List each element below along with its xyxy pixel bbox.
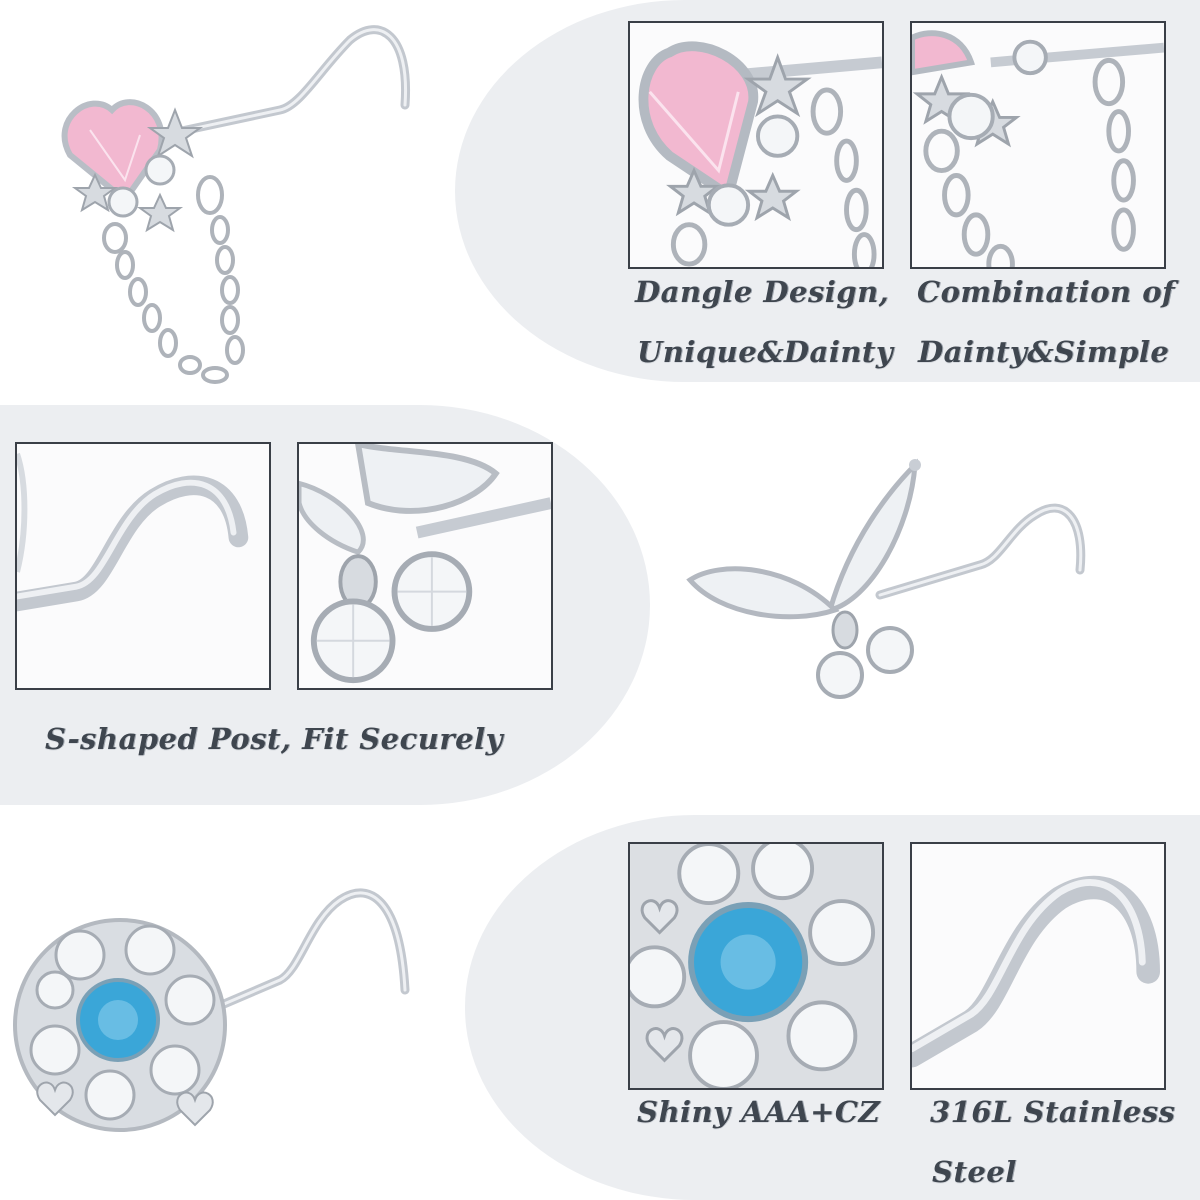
photo-combination-closeup [910,21,1166,269]
butterfly-nose-stud [680,450,1100,750]
photo-steel-post [910,842,1166,1090]
caption-s-shaped-post: S-shaped Post, Fit Securely [45,722,503,756]
caption-combination-line2: Dainty&Simple [918,335,1170,369]
photo-cz-closeup [628,842,884,1090]
caption-dangle-line2: Unique&Dainty [637,335,894,369]
caption-dangle-line1: Dangle Design, [635,275,890,309]
photo-s-shaped-post [15,442,271,690]
heart-chain-nose-stud [30,10,430,410]
caption-steel-line1: 316L Stainless [930,1095,1176,1129]
photo-butterfly-closeup [297,442,553,690]
caption-steel-line2: Steel [932,1155,1017,1189]
photo-dangle-closeup [628,21,884,269]
blue-flower-nose-stud [10,880,450,1180]
caption-combination-line1: Combination of [917,275,1176,309]
caption-shiny-cz: Shiny AAA+CZ [637,1095,881,1129]
